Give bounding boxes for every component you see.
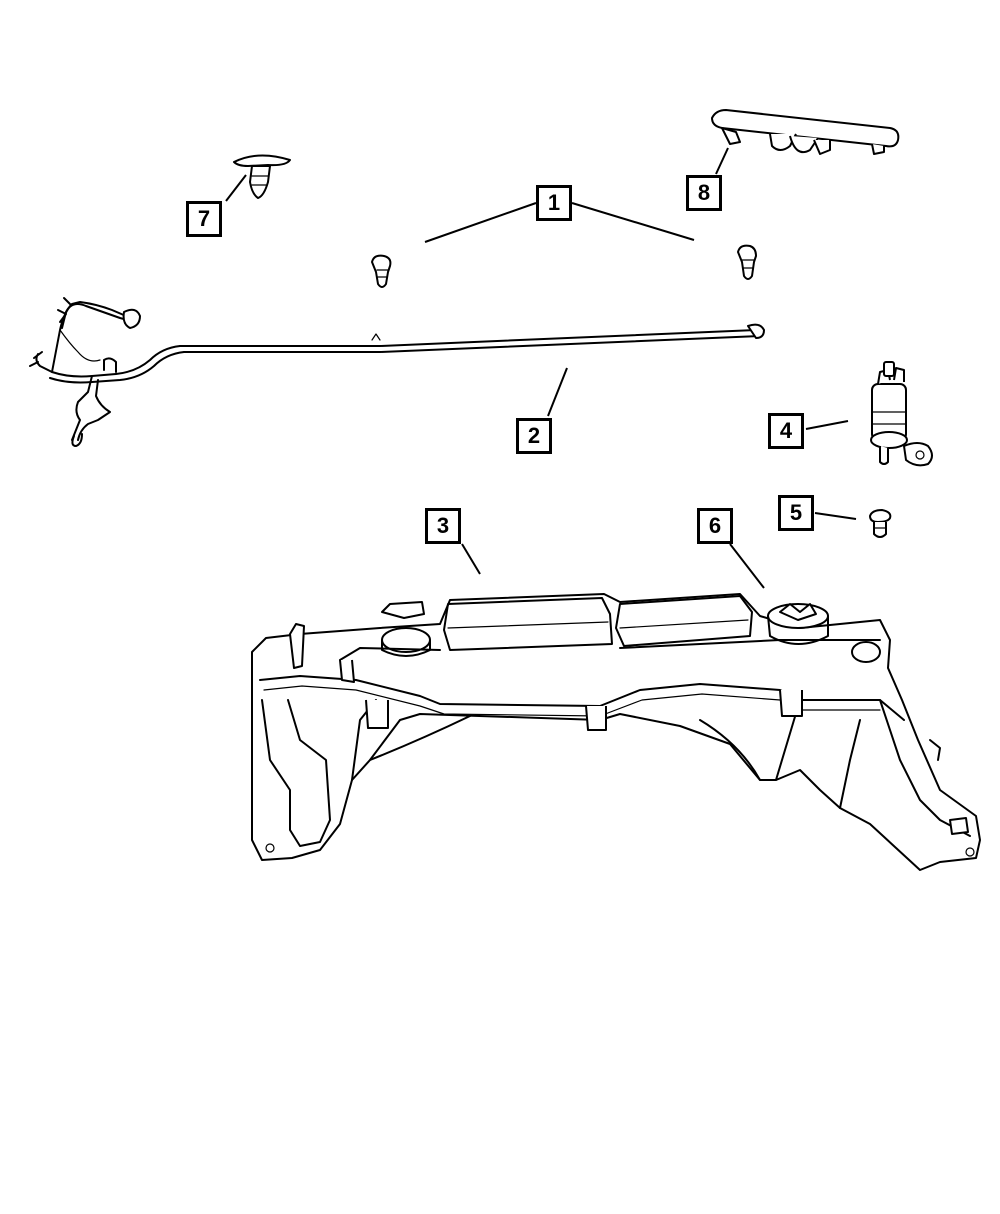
leader-5 <box>814 512 857 520</box>
leader-4 <box>805 420 849 430</box>
screw-icon <box>869 509 892 538</box>
washer-nozzle-left-icon <box>371 254 392 288</box>
washer-pump-icon <box>870 361 933 467</box>
leader-8 <box>715 147 729 175</box>
callout-5: 5 <box>778 495 814 531</box>
cover-strip-icon <box>711 109 900 155</box>
washer-nozzle-right-icon <box>737 244 757 280</box>
clip-retainer-icon <box>233 154 291 199</box>
callout-3: 3 <box>425 508 461 544</box>
leader-3 <box>461 543 481 575</box>
callout-4: 4 <box>768 413 804 449</box>
washer-hose-icon <box>29 297 765 447</box>
callout-2: 2 <box>516 418 552 454</box>
washer-reservoir-icon <box>251 593 981 871</box>
leader-1-left <box>424 202 537 243</box>
leader-7 <box>225 174 247 202</box>
callout-1: 1 <box>536 185 572 221</box>
leader-2 <box>547 367 568 417</box>
callout-8: 8 <box>686 175 722 211</box>
leader-6 <box>729 543 765 589</box>
callout-6: 6 <box>697 508 733 544</box>
leader-lines <box>225 147 857 589</box>
leader-1-right <box>571 202 695 241</box>
callout-7: 7 <box>186 201 222 237</box>
